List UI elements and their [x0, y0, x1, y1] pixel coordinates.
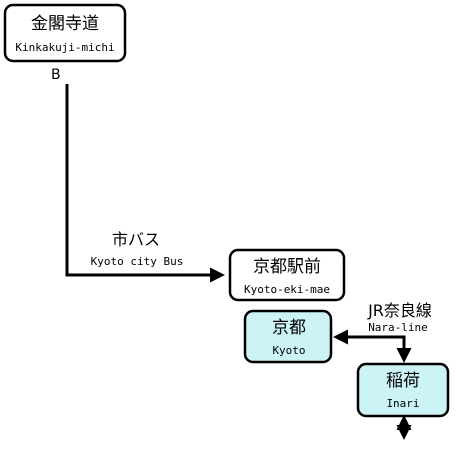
stop-name-ja: 京都駅前 — [253, 257, 321, 277]
station-name-en: Inari — [386, 397, 419, 410]
station-name-ja: 稲荷 — [386, 371, 420, 391]
label-nara-line: JR奈良線 Nara-line — [367, 301, 432, 334]
station-name-en: Kyoto — [272, 344, 305, 357]
stop-kyoto-eki-mae: 京都駅前 Kyoto-eki-mae — [228, 248, 346, 302]
stop-box — [228, 248, 346, 302]
stop-kinkakuji-michi: 金閣寺道 Kinkakuji-michi — [3, 3, 127, 63]
stop-name-en: Kyoto-eki-mae — [244, 283, 330, 296]
station-kyoto: 京都 Kyoto — [243, 309, 333, 364]
city-bus-route-line — [65, 84, 225, 283]
stop-box — [3, 3, 127, 63]
station-box — [356, 362, 450, 418]
line-name-ja: 市バス — [112, 230, 160, 249]
stop-name-en: Kinkakuji-michi — [15, 41, 114, 54]
line-name-ja: JR奈良線 — [367, 301, 432, 320]
line-name-en: Nara-line — [368, 321, 428, 334]
line-name-en: Kyoto city Bus — [91, 255, 184, 268]
station-box — [243, 309, 333, 364]
exit-label: B — [51, 67, 61, 83]
station-name-ja: 京都 — [272, 318, 306, 338]
stop-name-ja: 金閣寺道 — [31, 14, 99, 34]
station-inari: 稲荷 Inari — [356, 362, 450, 418]
label-city-bus: 市バス Kyoto city Bus — [91, 230, 184, 268]
nara-line-route — [333, 329, 412, 363]
